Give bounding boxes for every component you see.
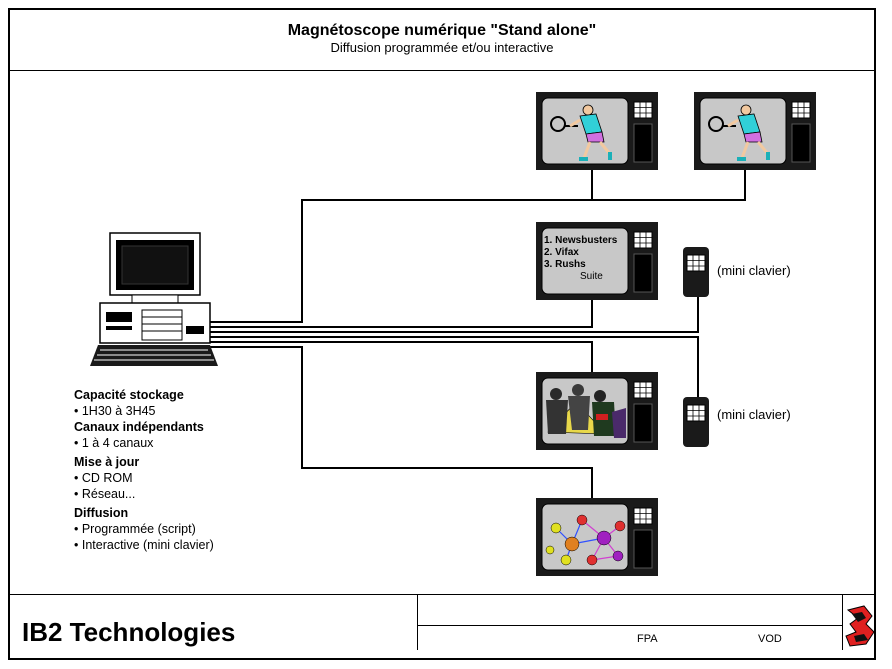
menu-item: 3. Rushs: [544, 259, 586, 270]
slide-title: Magnétoscope numérique "Stand alone": [287, 22, 597, 39]
ib2-logo-icon: [845, 605, 875, 647]
features-list: Capacité stockage • 1H30 à 3H45 Canaux i…: [74, 387, 214, 553]
feature-bullet: • CD ROM: [74, 471, 133, 485]
feature-heading: Canaux indépendants: [74, 420, 204, 434]
tv-molecule: [535, 497, 659, 577]
footer-divider: [417, 625, 842, 626]
footer-code-vod: VOD: [758, 633, 782, 645]
menu-screen-text: 1. Newsbusters 2. Vifax 3. Rushs Suite: [544, 235, 630, 283]
feature-bullet: • 1H30 à 3H45: [74, 404, 156, 418]
slide-subtitle: Diffusion programmée et/ou interactive: [330, 40, 554, 55]
remote-icon-2: [682, 396, 710, 448]
feature-heading: Mise à jour: [74, 455, 140, 469]
tv-group-scene: [535, 371, 659, 451]
feature-heading: Capacité stockage: [74, 388, 184, 402]
tv-tennis-1: [535, 91, 659, 171]
slide-header: Magnétoscope numérique "Stand alone" Dif…: [10, 10, 874, 71]
menu-more: Suite: [580, 271, 603, 282]
feature-bullet: • Réseau...: [74, 487, 136, 501]
feature-heading: Diffusion: [74, 506, 129, 520]
remote-label-1: (mini clavier): [717, 263, 791, 278]
feature-bullet: • Programmée (script): [74, 522, 196, 536]
menu-item: 1. Newsbusters: [544, 235, 618, 246]
remote-label-2: (mini clavier): [717, 407, 791, 422]
feature-bullet: • 1 à 4 canaux: [74, 436, 154, 450]
company-name: IB2 Technologies: [22, 617, 236, 647]
connection-lines: [210, 168, 746, 498]
footer-company-box: IB2 Technologies: [8, 594, 418, 650]
menu-item: 2. Vifax: [544, 247, 579, 258]
footer-logo-box: [842, 594, 874, 650]
feature-bullet: • Interactive (mini clavier): [74, 538, 214, 552]
computer-icon: [90, 232, 218, 366]
footer-code-fpa: FPA: [637, 633, 658, 645]
footer-code-box: FPA VOD: [417, 594, 842, 650]
remote-icon-1: [682, 246, 710, 298]
tv-tennis-2: [693, 91, 817, 171]
